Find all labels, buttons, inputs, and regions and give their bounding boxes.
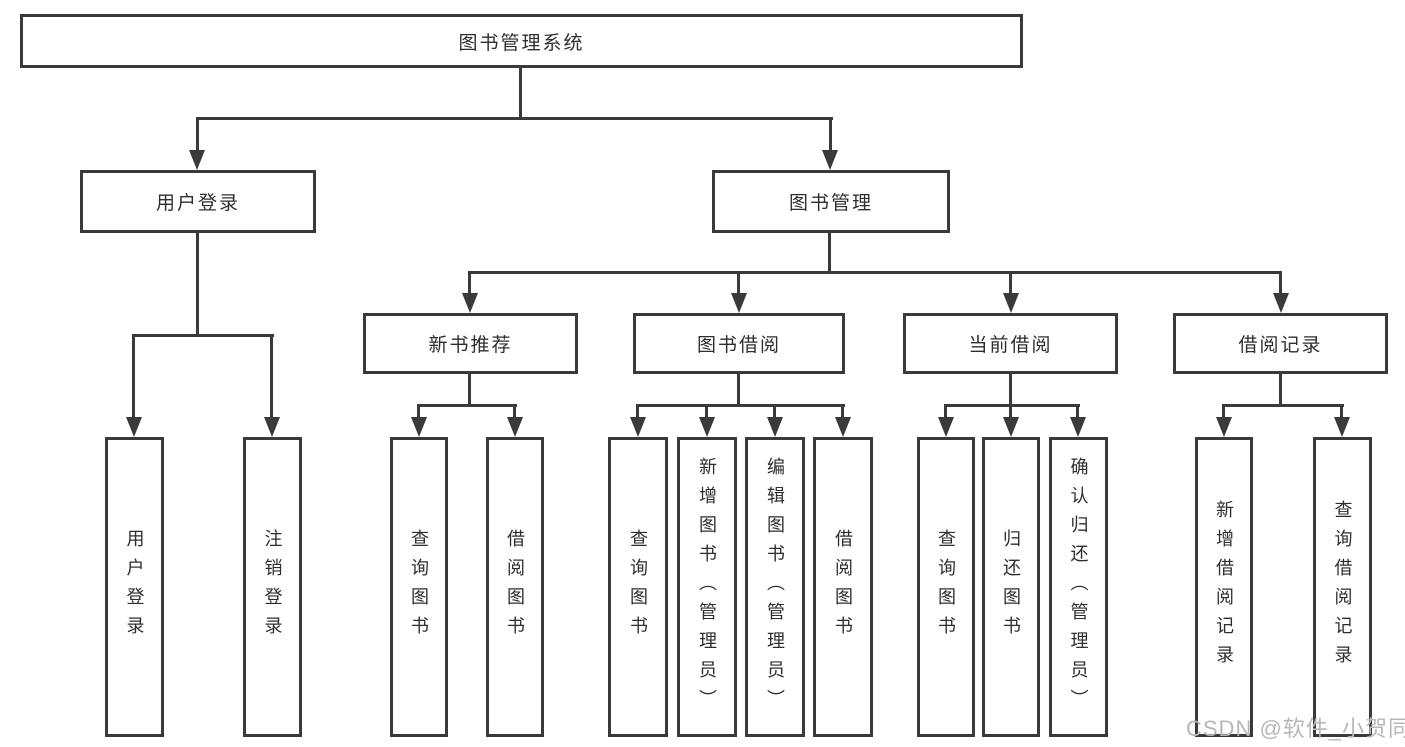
node-user-login: 用户登录 (80, 170, 316, 233)
connector-to-br-query (1340, 404, 1343, 419)
connector-book-borrow-bar (636, 404, 845, 407)
node-ul-logout-label: 注销登录 (262, 529, 283, 645)
connector-root-bar (196, 117, 833, 120)
connector-new-book-rec-stem (468, 374, 471, 407)
arrowhead-cb-return (1003, 417, 1019, 437)
arrowhead-bb-add (699, 417, 715, 437)
watermark: CSDN @软件_小贺同学 (1186, 716, 1405, 741)
arrowhead-new-book-rec (462, 293, 478, 313)
node-bb-query: 查询图书 (608, 437, 668, 737)
connector-to-ul-logout (270, 334, 273, 418)
node-user-login-label: 用户登录 (155, 193, 240, 214)
node-nb-query: 查询图书 (390, 437, 448, 737)
node-cb-confirm-label: 确认归还（管理员） (1068, 456, 1089, 718)
node-cb-return-label: 归还图书 (1001, 529, 1021, 645)
node-new-book-rec: 新书推荐 (363, 313, 578, 374)
node-cb-query: 查询图书 (917, 437, 975, 737)
node-new-book-rec-label: 新书推荐 (428, 335, 513, 356)
node-br-query-label: 查询借阅记录 (1332, 500, 1353, 674)
connector-new-book-rec-bar (417, 404, 517, 407)
connector-to-cb-return (1009, 404, 1012, 419)
node-cb-return: 归还图书 (982, 437, 1040, 737)
node-br-add: 新增借阅记录 (1195, 437, 1253, 737)
connector-to-nb-borrow (513, 404, 516, 419)
node-bb-borrow: 借阅图书 (813, 437, 873, 737)
connector-book-borrow-stem (737, 374, 740, 407)
node-cb-query-label: 查询图书 (936, 529, 956, 645)
connector-to-cb-confirm (1076, 404, 1079, 419)
connector-to-current-borrow (1009, 271, 1012, 294)
node-br-add-label: 新增借阅记录 (1214, 500, 1234, 674)
node-nb-borrow: 借阅图书 (486, 437, 544, 737)
connector-to-bb-edit (773, 404, 776, 419)
connector-to-borrow-record (1279, 271, 1282, 294)
arrowhead-cb-confirm (1070, 417, 1086, 437)
connector-book-mgmt-stem (828, 233, 831, 274)
node-bb-add-label: 新增图书（管理员） (697, 456, 717, 718)
node-borrow-record-label: 借阅记录 (1238, 335, 1323, 356)
connector-user-login-stem (196, 233, 199, 337)
node-nb-query-label: 查询图书 (409, 529, 429, 645)
arrowhead-br-add (1216, 417, 1232, 437)
connector-to-bb-add (705, 404, 708, 419)
arrowhead-user-login (189, 150, 205, 170)
node-current-borrow: 当前借阅 (903, 313, 1118, 374)
node-nb-borrow-label: 借阅图书 (505, 529, 525, 645)
connector-to-cb-query (944, 404, 947, 419)
connector-to-br-add (1222, 404, 1225, 419)
connector-current-borrow-stem (1009, 374, 1012, 407)
arrowhead-br-query (1334, 417, 1350, 437)
connector-user-login-bar (132, 334, 274, 337)
node-book-borrow-label: 图书借阅 (696, 335, 781, 356)
arrowhead-book-borrow (731, 293, 747, 313)
arrowhead-ul-logout (264, 417, 280, 437)
node-ul-login: 用户登录 (105, 437, 164, 737)
node-book-borrow: 图书借阅 (633, 313, 845, 374)
connector-to-nb-query (417, 404, 420, 419)
arrowhead-ul-login (126, 417, 142, 437)
node-ul-logout: 注销登录 (243, 437, 302, 737)
arrowhead-borrow-record (1273, 293, 1289, 313)
node-bb-borrow-label: 借阅图书 (833, 529, 853, 645)
connector-book-mgmt-bar (468, 271, 1282, 274)
node-cb-confirm: 确认归还（管理员） (1049, 437, 1108, 737)
connector-borrow-record-stem (1279, 374, 1282, 407)
connector-to-ul-login (132, 334, 135, 418)
node-current-borrow-label: 当前借阅 (968, 335, 1053, 356)
arrowhead-bb-query (630, 417, 646, 437)
node-borrow-record: 借阅记录 (1173, 313, 1388, 374)
connector-borrow-record-bar (1222, 404, 1344, 407)
connector-to-bb-query (636, 404, 639, 419)
arrowhead-nb-borrow (507, 417, 523, 437)
node-bb-add: 新增图书（管理员） (677, 437, 737, 737)
node-book-mgmt-label: 图书管理 (788, 193, 873, 214)
connector-to-bb-borrow (841, 404, 844, 419)
connector-to-book-borrow (737, 271, 740, 294)
node-bb-edit-label: 编辑图书（管理员） (765, 456, 785, 718)
connector-to-user-login (196, 117, 199, 152)
node-ul-login-label: 用户登录 (124, 529, 145, 645)
arrowhead-bb-borrow (835, 417, 851, 437)
arrowhead-bb-edit (767, 417, 783, 437)
node-root: 图书管理系统 (20, 14, 1023, 68)
connector-root-stem (519, 68, 522, 117)
node-root-label: 图书管理系统 (458, 32, 585, 54)
arrowhead-book-mgmt (822, 150, 838, 170)
connector-current-borrow-bar (944, 404, 1080, 407)
arrowhead-current-borrow (1003, 293, 1019, 313)
node-bb-edit: 编辑图书（管理员） (745, 437, 805, 737)
node-bb-query-label: 查询图书 (628, 529, 648, 645)
node-br-query: 查询借阅记录 (1313, 437, 1372, 737)
connector-to-book-mgmt (829, 117, 832, 152)
arrowhead-nb-query (411, 417, 427, 437)
arrowhead-cb-query (938, 417, 954, 437)
node-book-mgmt: 图书管理 (712, 170, 950, 233)
connector-to-new-book-rec (468, 271, 471, 294)
